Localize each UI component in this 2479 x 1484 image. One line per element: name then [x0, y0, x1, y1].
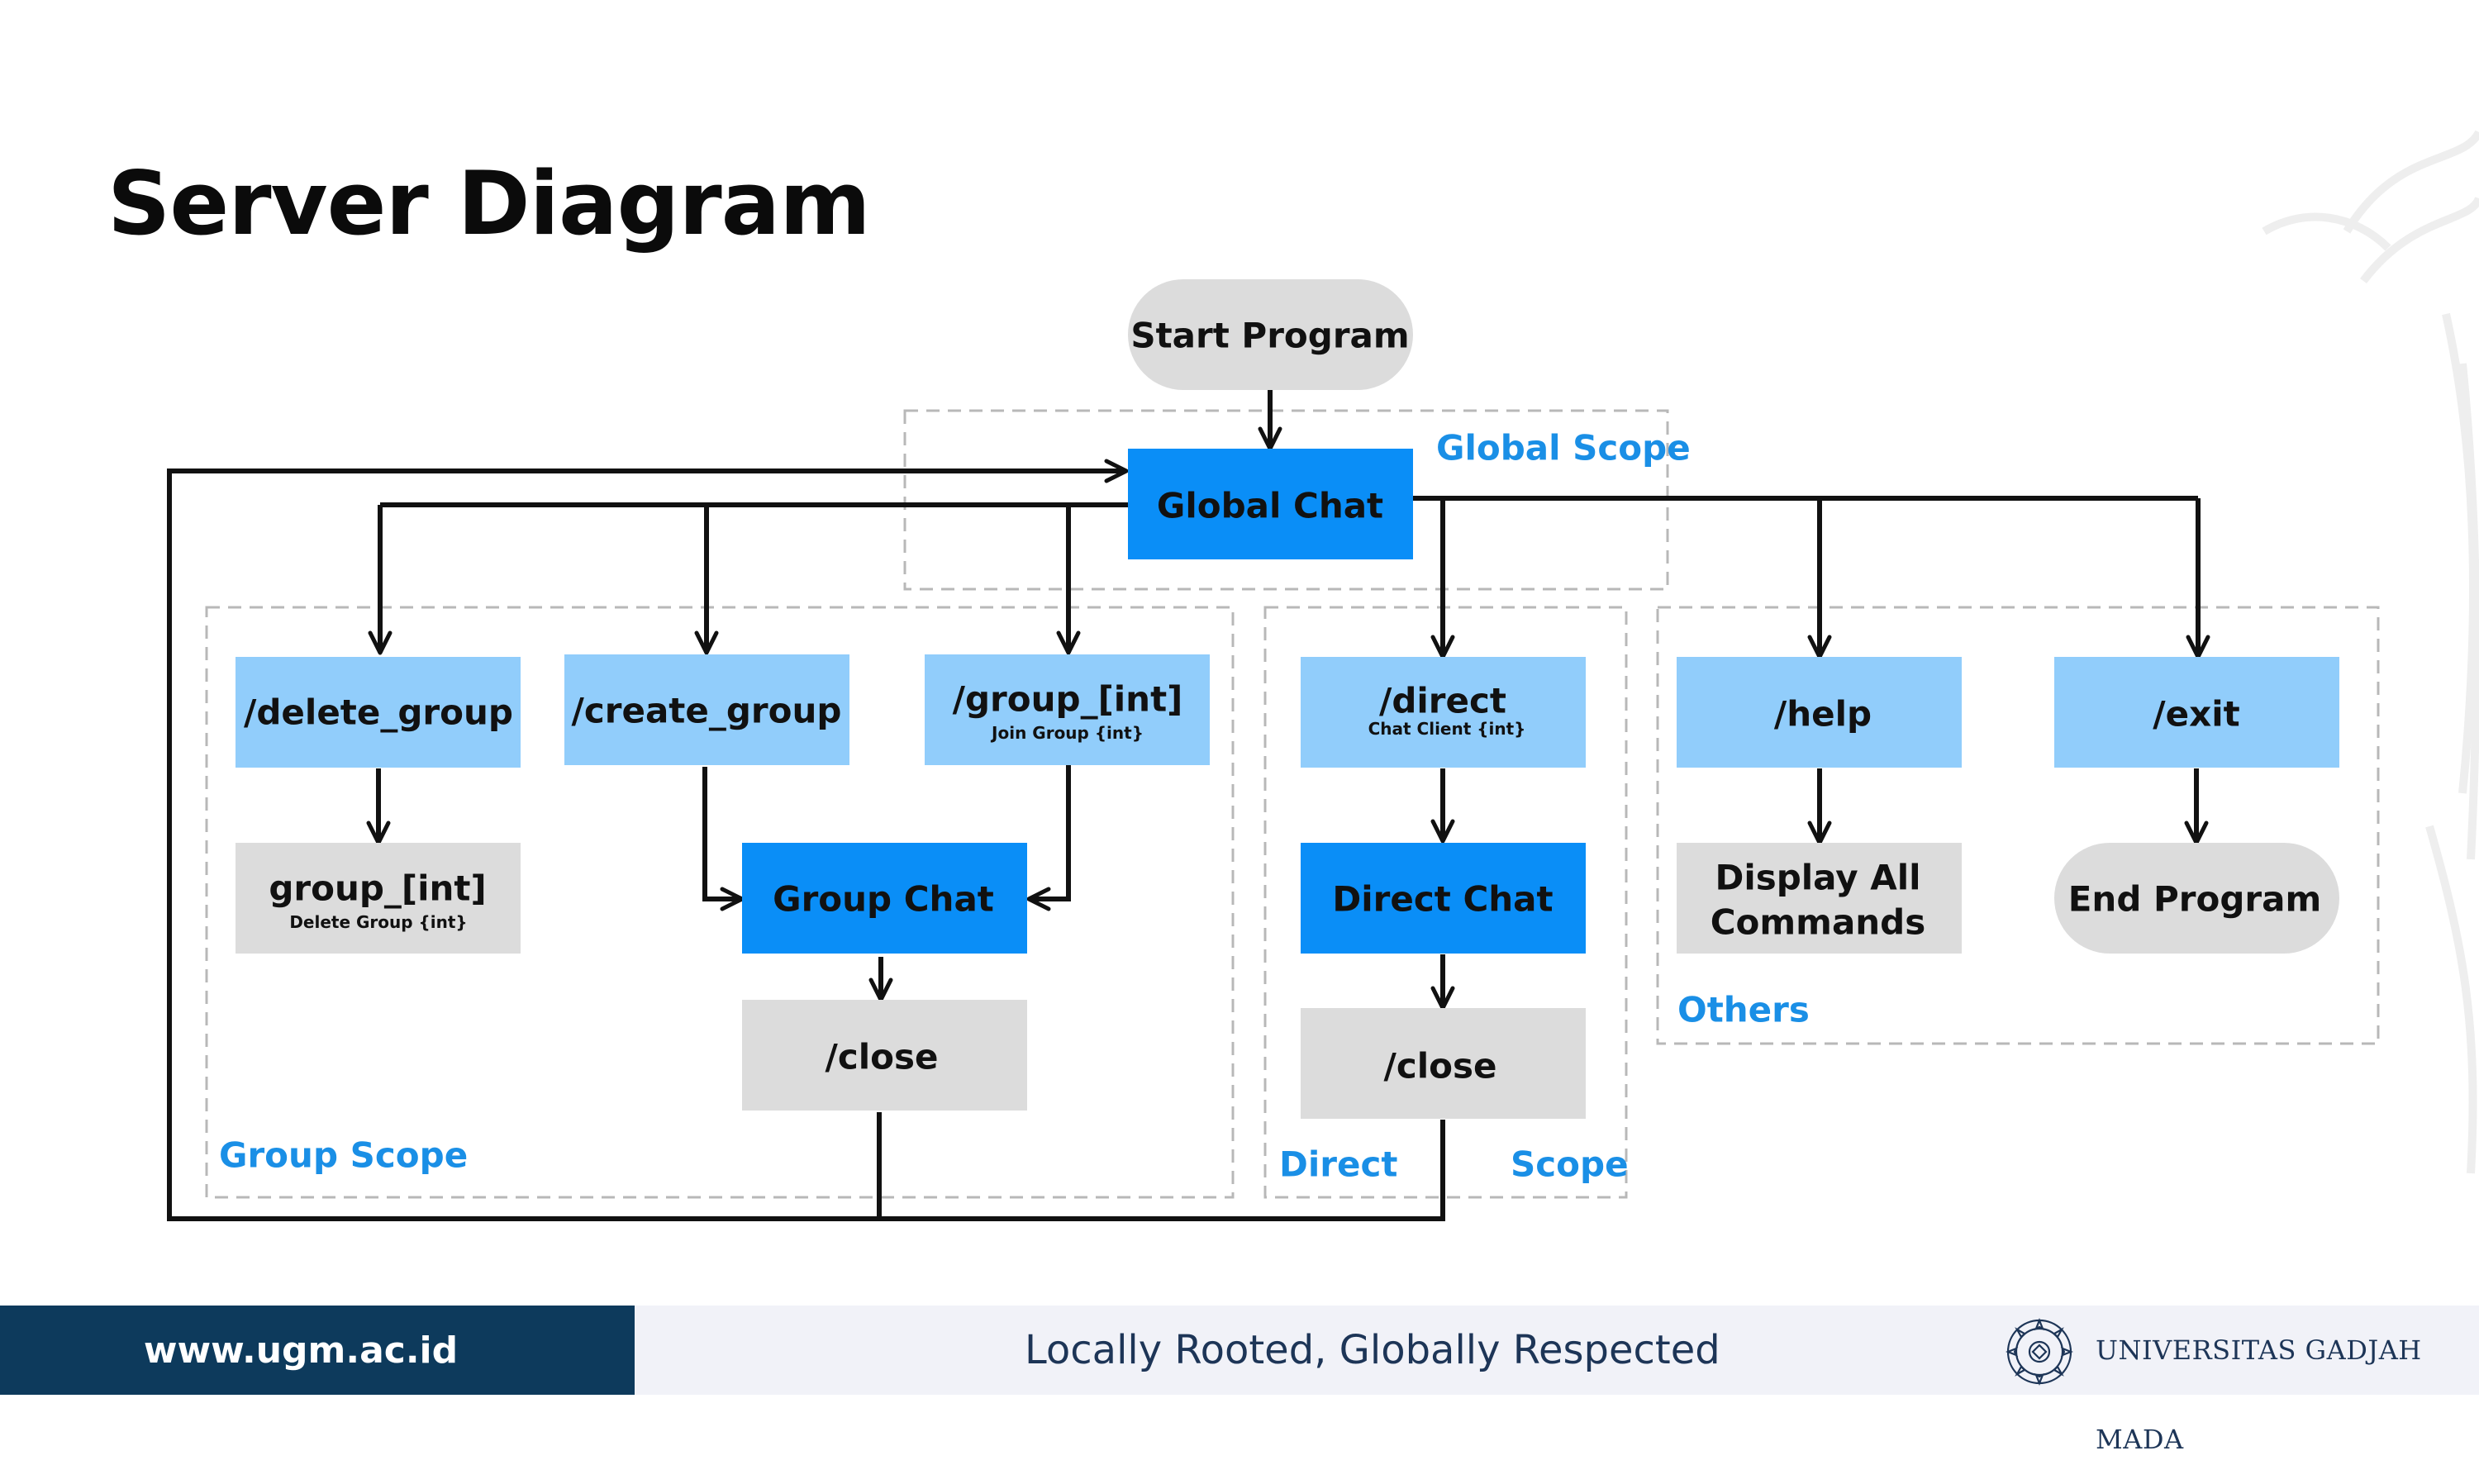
- watermark-icon: [2262, 130, 2479, 1174]
- server-diagram: Start Program Global Chat /delete_group …: [167, 279, 2380, 1221]
- direct-label: /direct: [1379, 681, 1506, 721]
- delete-group-label: /delete_group: [244, 692, 513, 733]
- global-chat-node: Global Chat: [1128, 449, 1413, 559]
- group-scope-label: Group Scope: [219, 1135, 468, 1176]
- footer-url-panel: www.ugm.ac.id: [0, 1306, 635, 1395]
- group-int-sublabel: Join Group {int}: [990, 723, 1144, 743]
- others-scope-label: Others: [1677, 990, 1810, 1030]
- exit-node: /exit: [2054, 657, 2339, 768]
- group-close-node: /close: [742, 1000, 1027, 1111]
- end-program-node: End Program: [2054, 843, 2339, 954]
- start-program-node: Start Program: [1128, 279, 1413, 390]
- global-scope-box: [903, 409, 1669, 591]
- ugm-seal-icon: [2006, 1318, 2073, 1386]
- group-close-label: /close: [826, 1037, 939, 1077]
- display-all-label-line2: Commands: [1711, 902, 1926, 943]
- direct-scope-label-right: Scope: [1511, 1144, 1629, 1185]
- delete-group-node: /delete_group: [236, 657, 521, 768]
- group-chat-node: Group Chat: [742, 843, 1027, 954]
- help-label: /help: [1774, 694, 1872, 735]
- direct-chat-label: Direct Chat: [1332, 879, 1553, 920]
- footer: www.ugm.ac.id Locally Rooted, Globally R…: [0, 1306, 2479, 1455]
- global-chat-label: Global Chat: [1157, 486, 1383, 526]
- group-delete-sublabel: Delete Group {int}: [289, 912, 467, 932]
- group-delete-node: group_[int] Delete Group {int}: [236, 843, 521, 954]
- start-program-label: Start Program: [1130, 316, 1409, 356]
- display-all-label-line1: Display All: [1715, 858, 1920, 898]
- arrow-join-to-group-chat: [1026, 764, 1071, 911]
- direct-chat-node: Direct Chat: [1301, 843, 1586, 954]
- group-int-node: /group_[int] Join Group {int}: [925, 654, 1210, 765]
- others-scope-box: [1656, 606, 2380, 1045]
- footer-tagline: Locally Rooted, Globally Respected: [1025, 1327, 1720, 1373]
- exit-label: /exit: [2153, 694, 2239, 735]
- direct-scope-box: [1263, 606, 1628, 1199]
- direct-scope-label-left: Direct: [1279, 1144, 1397, 1185]
- direct-close-label: /close: [1384, 1046, 1497, 1087]
- create-group-label: /create_group: [572, 691, 842, 731]
- global-scope-label: Global Scope: [1436, 428, 1691, 469]
- help-node: /help: [1677, 657, 1962, 768]
- create-group-node: /create_group: [564, 654, 849, 765]
- page-title: Server Diagram: [107, 153, 871, 254]
- group-chat-label: Group Chat: [773, 879, 994, 920]
- arrow-create-to-group-chat: [702, 767, 745, 911]
- return-loop-connector: [167, 459, 1445, 1221]
- display-all-commands-node: Display All Commands: [1677, 843, 1962, 954]
- direct-sublabel: Chat Client {int}: [1368, 719, 1526, 739]
- footer-url-link[interactable]: www.ugm.ac.id: [143, 1329, 459, 1372]
- direct-close-node: /close: [1301, 1008, 1586, 1119]
- group-delete-label: group_[int]: [269, 868, 486, 909]
- footer-university-name: UNIVERSITAS GADJAH MADA: [2096, 1334, 2422, 1455]
- end-program-label: End Program: [2068, 879, 2322, 920]
- direct-node: /direct Chat Client {int}: [1301, 657, 1586, 768]
- group-scope-box: [205, 606, 1235, 1199]
- group-int-label: /group_[int]: [953, 679, 1183, 720]
